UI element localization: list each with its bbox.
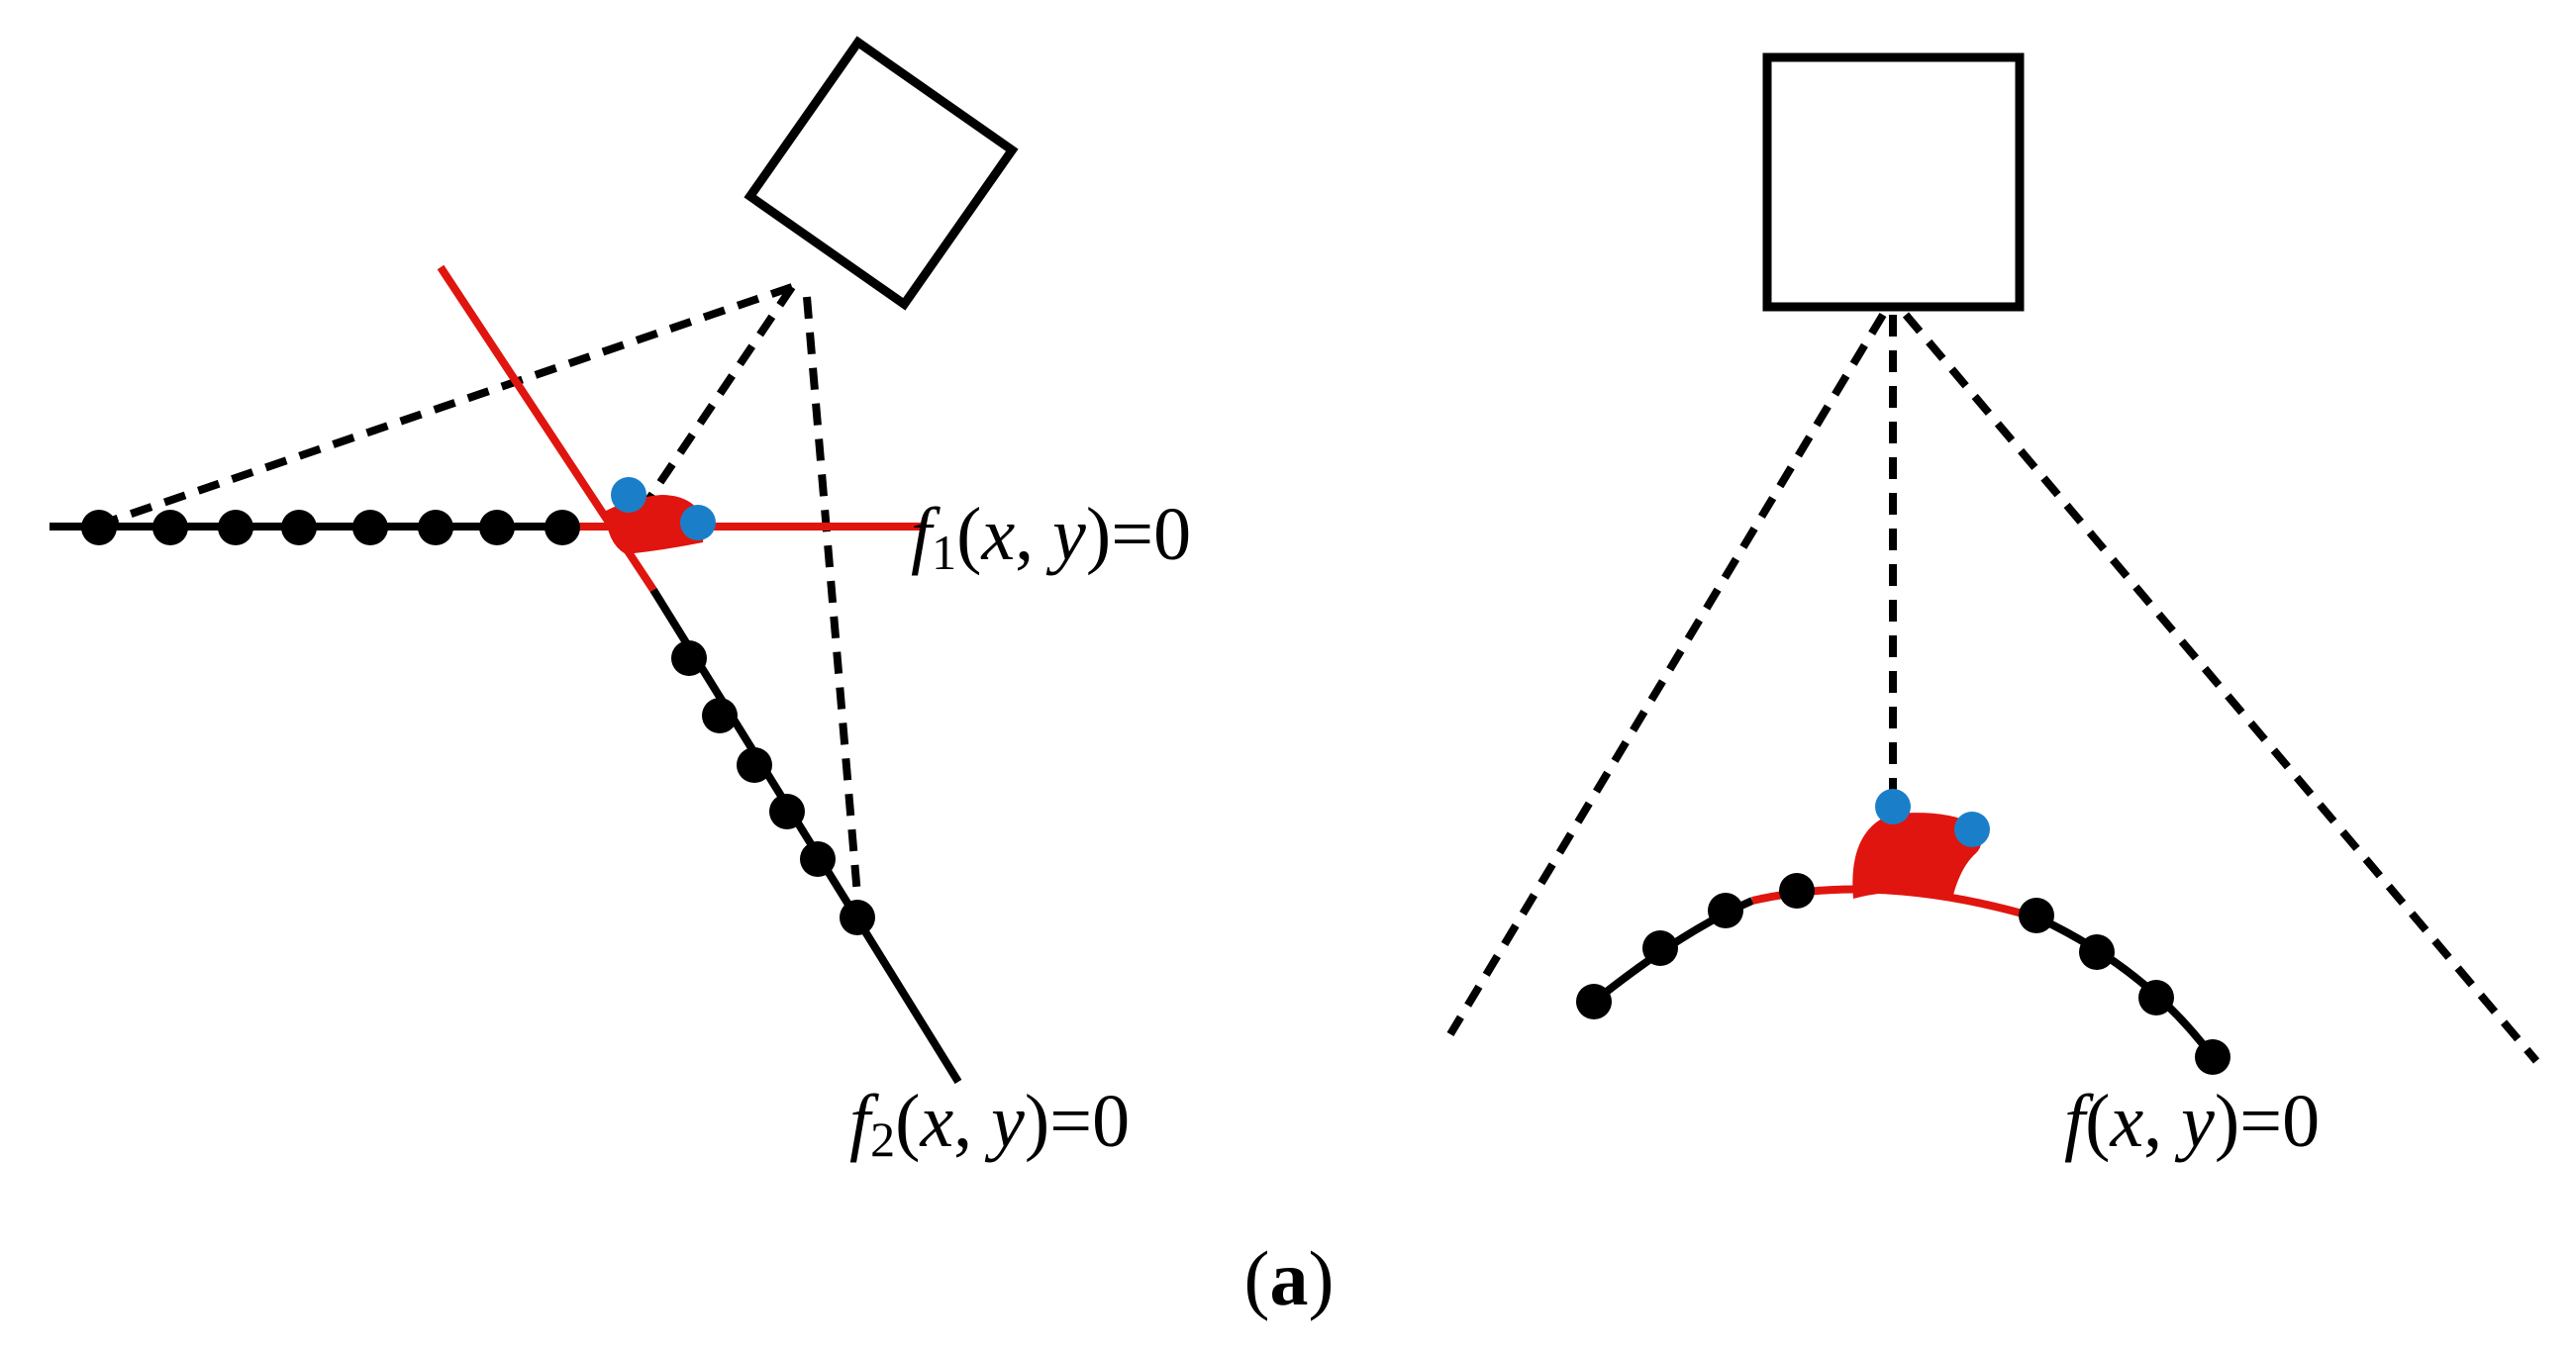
label-f2-sub: 2 bbox=[870, 1111, 895, 1167]
sample-point bbox=[840, 900, 875, 935]
right-panel: f(x, y)=0 bbox=[1446, 52, 2540, 1163]
label-f: f(x, y)=0 bbox=[2064, 1080, 2320, 1163]
right-projection-line-left bbox=[1446, 312, 1887, 1037]
label-f2-y: y bbox=[984, 1080, 1025, 1163]
surface-line-f2-black bbox=[649, 587, 962, 1085]
right-projection-line-right bbox=[1902, 312, 2540, 1064]
right-projection-lines bbox=[1446, 312, 2540, 1064]
sample-point bbox=[218, 510, 253, 545]
sample-point bbox=[737, 747, 772, 783]
right-laser-point-1 bbox=[1875, 789, 1911, 824]
figure-caption: (a) bbox=[1244, 1235, 1335, 1321]
sample-point bbox=[479, 510, 515, 545]
label-f1-open: ( bbox=[956, 493, 981, 576]
sample-point bbox=[2195, 1039, 2230, 1075]
label-f2-x: x bbox=[919, 1080, 953, 1163]
label-f1: f1(x, y)=0 bbox=[911, 493, 1191, 580]
right-laser-wedge bbox=[1852, 813, 1982, 899]
left-laser-point-1 bbox=[611, 477, 646, 513]
label-f-y: y bbox=[2174, 1080, 2215, 1163]
square-sensor-icon bbox=[1762, 52, 2025, 312]
left-projection-line-lower bbox=[803, 296, 863, 919]
left-laser-point-2 bbox=[680, 505, 716, 540]
sample-point bbox=[1779, 873, 1815, 909]
caption-open: ( bbox=[1244, 1235, 1270, 1321]
sample-point bbox=[2079, 934, 2115, 970]
sample-point bbox=[418, 510, 453, 545]
label-f1-close: )=0 bbox=[1086, 493, 1191, 576]
label-f1-sub: 1 bbox=[932, 525, 956, 580]
label-f-comma: , bbox=[2143, 1080, 2181, 1163]
label-f-close: )=0 bbox=[2215, 1080, 2320, 1163]
label-f-x: x bbox=[2109, 1080, 2143, 1163]
curved-surface-black-right bbox=[2037, 915, 2217, 1060]
sample-point bbox=[1642, 930, 1678, 966]
sample-point bbox=[152, 510, 188, 545]
label-f1-x: x bbox=[980, 493, 1015, 576]
sample-point bbox=[2019, 898, 2054, 933]
right-laser-point-2 bbox=[1954, 812, 1990, 847]
sample-point bbox=[81, 510, 117, 545]
sample-point bbox=[281, 510, 317, 545]
label-f2: f2(x, y)=0 bbox=[849, 1080, 1130, 1167]
sample-point bbox=[671, 640, 707, 676]
f1-sample-points bbox=[81, 510, 580, 545]
sample-point bbox=[800, 841, 836, 877]
label-f-open: ( bbox=[2085, 1080, 2110, 1163]
label-f2-comma: , bbox=[953, 1080, 991, 1163]
label-f2-open: ( bbox=[895, 1080, 920, 1163]
sample-point bbox=[702, 698, 738, 733]
caption-letter: a bbox=[1270, 1235, 1309, 1321]
sample-point bbox=[1576, 984, 1612, 1019]
left-projection-line-far bbox=[92, 283, 794, 530]
f2-sample-points bbox=[671, 640, 875, 935]
left-projection-line-center bbox=[644, 284, 796, 503]
label-f1-comma: , bbox=[1015, 493, 1052, 576]
label-f2-close: )=0 bbox=[1025, 1080, 1130, 1163]
sample-point bbox=[1708, 893, 1743, 928]
label-f1-y: y bbox=[1045, 493, 1086, 576]
curve-sample-points bbox=[1576, 873, 2230, 1075]
sample-point bbox=[352, 510, 388, 545]
sample-point bbox=[2138, 980, 2174, 1015]
caption-close: ) bbox=[1309, 1235, 1335, 1321]
sample-point bbox=[769, 794, 805, 829]
left-projection-lines bbox=[92, 283, 863, 919]
left-panel: f1(x, y)=0 f2(x, y)=0 bbox=[50, 36, 1191, 1167]
rotated-square-sensor-icon bbox=[743, 36, 1019, 311]
sample-point bbox=[545, 510, 580, 545]
